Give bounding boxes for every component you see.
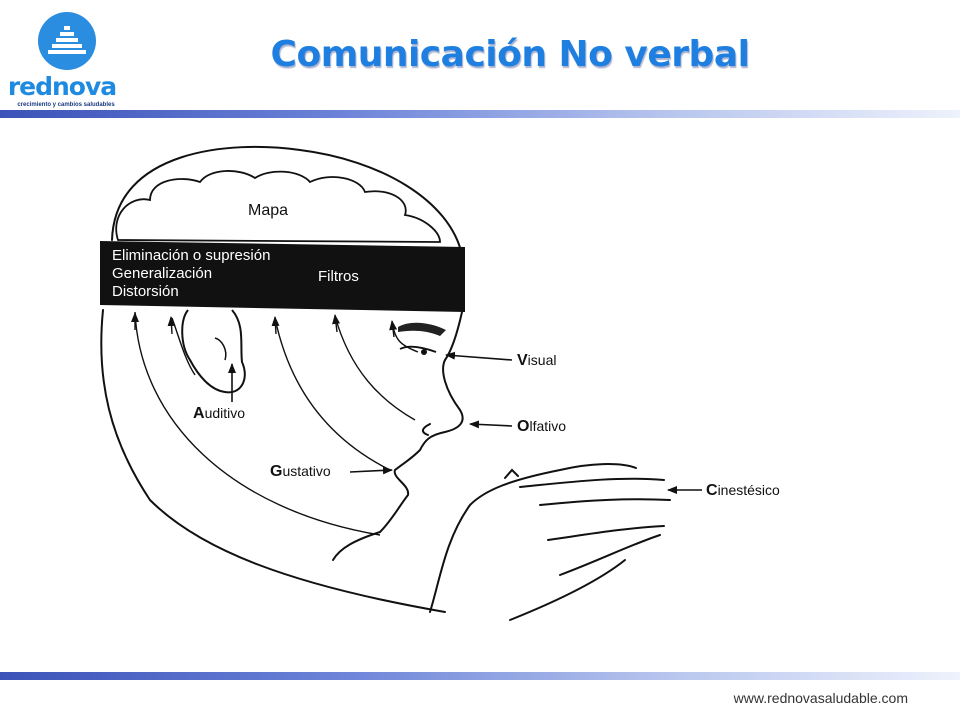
- filter-item-generalization: Generalización: [112, 265, 212, 282]
- map-label: Mapa: [248, 202, 288, 219]
- eyebrow-shape: [398, 323, 446, 336]
- filter-item-distortion: Distorsión: [112, 283, 179, 300]
- hand-shape: [430, 464, 670, 620]
- ear-shape: [182, 310, 245, 392]
- sense-pathways: [135, 312, 418, 535]
- filters-label: Filtros: [318, 268, 359, 285]
- sense-label-visual: Visual: [517, 352, 556, 369]
- filter-item-elimination: Eliminación o supresión: [112, 247, 270, 264]
- eye-shape: [421, 349, 427, 355]
- arrow-olfativo: [470, 424, 512, 426]
- sense-label-olfativo: Olfativo: [517, 418, 566, 435]
- arrow-gustativo: [350, 470, 392, 472]
- arrow-visual: [446, 355, 512, 360]
- sense-label-gustativo: Gustativo: [270, 463, 331, 480]
- sense-label-cinestesico: Cinestésico: [706, 482, 780, 499]
- sense-label-auditivo: Auditivo: [193, 405, 245, 422]
